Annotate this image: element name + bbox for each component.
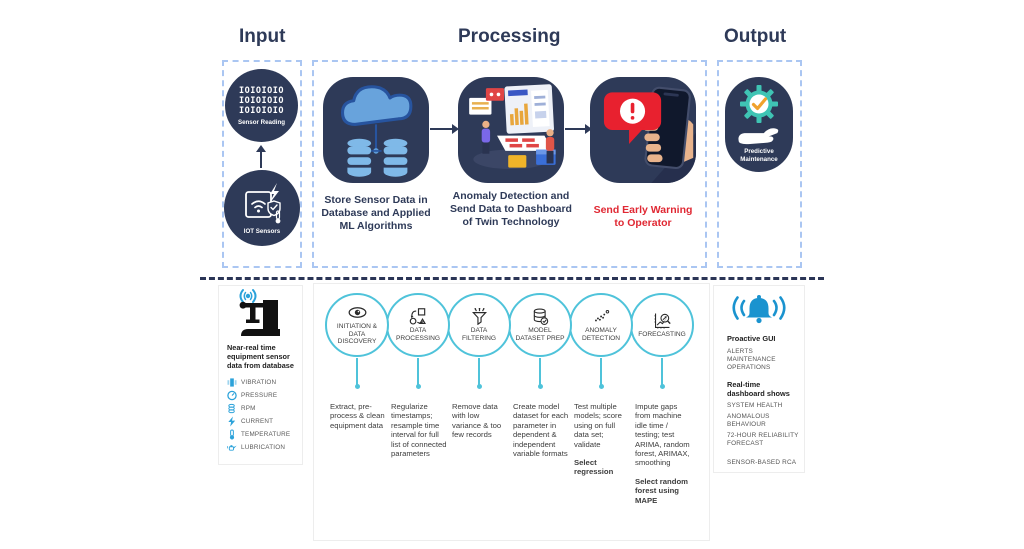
gui-item: MAINTENANCE bbox=[727, 356, 776, 363]
stage-description: Create model dataset for each parameter … bbox=[513, 402, 569, 459]
stage-note: Select regression bbox=[574, 458, 614, 477]
phone-alert-icon bbox=[603, 86, 696, 183]
iot-sensor-icon bbox=[245, 183, 281, 224]
pipeline-stage-initiation: INITIATION & DATA DISCOVERY Extract, pre… bbox=[325, 283, 389, 430]
arrow-up-stem bbox=[260, 151, 262, 168]
stage-description: Test multiple models; score using on ful… bbox=[574, 402, 631, 477]
section-divider bbox=[200, 277, 824, 280]
scatter-dots-icon bbox=[594, 309, 609, 322]
output-section-box bbox=[717, 60, 802, 268]
sensor-item: VIBRATION bbox=[227, 376, 301, 388]
stage-circle: DATA FILTERING bbox=[447, 293, 511, 357]
alert-bell-icon bbox=[732, 295, 786, 324]
gui-item: OPERATIONS bbox=[727, 364, 771, 371]
cloud-database-icon bbox=[340, 85, 413, 177]
dashboard-analytics-icon bbox=[469, 84, 556, 170]
stage-circle: FORECASTING bbox=[630, 293, 694, 357]
dashboard-item: 72-HOUR RELIABILITY FORECAST bbox=[727, 432, 799, 447]
stage-circle: DATA PROCESSING bbox=[386, 293, 450, 357]
stage-description: Regularize timestamps; resample time int… bbox=[391, 402, 447, 459]
stage-description: Remove data with low variance & too few … bbox=[452, 402, 502, 440]
iot-sensors-circle: IOT Sensors bbox=[224, 170, 300, 246]
store-data-caption: Store Sensor Data in Database and Applie… bbox=[321, 194, 431, 232]
sensor-item: TEMPERATURE bbox=[227, 428, 301, 440]
rpm-coil-icon bbox=[228, 403, 235, 413]
gui-item: ALERTS bbox=[727, 348, 753, 355]
send-warning-caption: Send Early Warning to Operator bbox=[593, 204, 693, 229]
stage-description: Extract, pre-process & clean equipment d… bbox=[330, 402, 385, 430]
lubrication-oilcan-icon bbox=[227, 444, 237, 451]
arrow-right-stem bbox=[565, 128, 587, 130]
stage-description: Impute gaps from machine idle time / tes… bbox=[635, 402, 692, 505]
stage-circle: INITIATION & DATA DISCOVERY bbox=[325, 293, 389, 357]
pipeline-stage-processing: DATA PROCESSING Regularize timestamps; r… bbox=[386, 283, 450, 458]
anomaly-caption: Anomaly Detection and Send Data to Dashb… bbox=[450, 190, 572, 228]
binary-line: IOIOIOIO bbox=[239, 85, 284, 96]
dashboard-item: ANOMALOUS BEHAVIOUR bbox=[727, 413, 770, 428]
gui-panel bbox=[713, 285, 805, 473]
sensor-reading-label: Sensor Reading bbox=[237, 118, 286, 126]
dashboard-title: Real-time dashboard shows bbox=[727, 380, 790, 398]
processing-section-box bbox=[312, 60, 707, 268]
sensor-item: RPM bbox=[227, 402, 301, 414]
pressure-gauge-icon bbox=[227, 390, 237, 400]
sensor-item: CURRENT bbox=[227, 415, 301, 427]
forecast-chart-icon bbox=[653, 313, 671, 329]
stage-circle: MODEL DATASET PREP bbox=[508, 293, 572, 357]
predictive-maintenance-label: Predictive Maintenance bbox=[740, 148, 778, 163]
pipeline-stage-filtering: DATA FILTERING Remove data with low vari… bbox=[447, 283, 511, 439]
output-header: Output bbox=[724, 26, 787, 47]
arrow-right-icon bbox=[452, 124, 459, 134]
stage-note: Select random forest using MAPE bbox=[635, 476, 688, 505]
sensor-item: PRESSURE bbox=[227, 389, 301, 401]
proactive-gui-title: Proactive GUI bbox=[727, 334, 776, 343]
sensor-item: LUBRICATION bbox=[227, 441, 301, 453]
send-warning-card bbox=[590, 77, 696, 183]
binary-line: IOIOIOIO bbox=[239, 95, 284, 106]
left-panel-title: Near-real time equipment sensor data fro… bbox=[227, 343, 294, 370]
current-bolt-icon bbox=[228, 416, 236, 426]
input-section-box bbox=[222, 60, 302, 268]
arrow-right-icon bbox=[585, 124, 592, 134]
input-header: Input bbox=[239, 26, 286, 47]
machine-icon bbox=[239, 289, 280, 336]
temperature-icon bbox=[229, 428, 235, 439]
pipeline-stage-forecasting: FORECASTING Impute gaps from machine idl… bbox=[630, 283, 694, 505]
dashboard-item: SENSOR-BASED RCA bbox=[727, 459, 797, 466]
eye-icon bbox=[348, 307, 366, 318]
funnel-icon bbox=[471, 307, 487, 325]
hand-icon bbox=[738, 128, 779, 145]
pipeline-stage-anomaly: ANOMALY DETECTION Test multiple models; … bbox=[569, 283, 633, 476]
database-check-icon bbox=[533, 308, 548, 325]
sensor-reading-circle: IOIOIOIO IOIOIOIO IOIOIOIO Sensor Readin… bbox=[225, 69, 298, 142]
processing-header: Processing bbox=[458, 26, 561, 47]
stage-circle: ANOMALY DETECTION bbox=[569, 293, 633, 357]
arrow-up-icon bbox=[256, 145, 266, 152]
gear-check-icon bbox=[740, 85, 778, 123]
iot-sensors-label: IOT Sensors bbox=[243, 228, 281, 235]
predictive-maintenance-badge: Predictive Maintenance bbox=[725, 77, 793, 172]
arrow-right-stem bbox=[430, 128, 454, 130]
pipeline-stage-model-prep: MODEL DATASET PREP Create model dataset … bbox=[508, 283, 572, 458]
vibration-icon bbox=[227, 377, 237, 387]
store-data-card bbox=[323, 77, 429, 183]
dashboard-item: SYSTEM HEALTH bbox=[727, 402, 783, 409]
anomaly-dashboard-card bbox=[458, 77, 564, 183]
binary-line: IOIOIOIO bbox=[239, 105, 284, 116]
process-shapes-icon bbox=[409, 308, 426, 325]
